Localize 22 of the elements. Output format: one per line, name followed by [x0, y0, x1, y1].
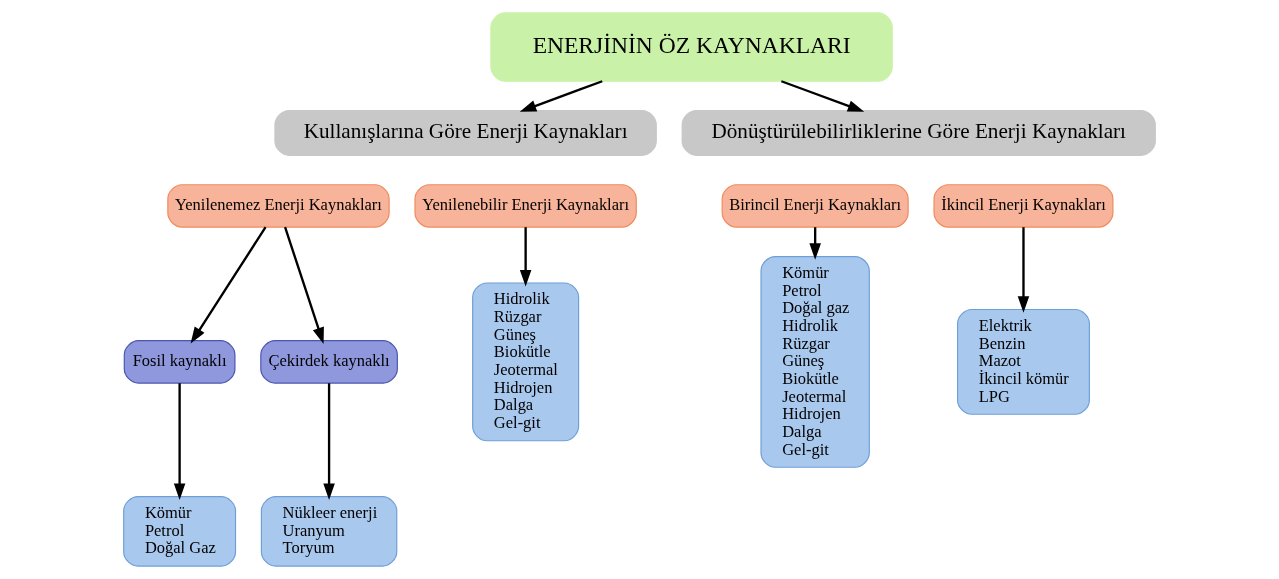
node-box: Fosil kaynaklı — [123, 340, 236, 384]
node-box: Elektrik Benzin Mazot İkincil kömür LPG — [957, 308, 1090, 415]
node-box: Hidrolik Rüzgar Güneş Biokütle Jeotermal Hidrojen Dalga Gel-git — [472, 282, 580, 442]
node-box: Kömür Petrol Doğal gaz Hidrolik Rüzgar Güneş Biokütle Jeotermal Hidrojen Dalga Gel-git — [760, 255, 870, 468]
node-box: Kömür Petrol Doğal Gaz — [123, 496, 237, 567]
arrow — [519, 80, 603, 112]
arrow — [190, 226, 267, 344]
arrow — [519, 227, 532, 287]
arrow — [323, 383, 335, 500]
arrow — [780, 80, 865, 112]
node-box: Çekirdek kaynaklı — [260, 340, 398, 384]
node-box: İkincil Enerji Kaynakları — [933, 184, 1114, 228]
node-box: Birincil Enerji Kaynakları — [721, 184, 909, 228]
node-box: Yenilenebilir Enerji Kaynakları — [414, 184, 637, 228]
node-box: Yenilenemez Enerji Kaynakları — [167, 184, 390, 228]
arrow — [1017, 227, 1030, 313]
arrow — [173, 383, 186, 500]
node-box: Nükleer enerji Uranyum Toryum — [260, 496, 398, 567]
arrow — [283, 226, 324, 344]
node-box: Kullanışlarına Göre Enerji Kaynakları — [274, 110, 657, 156]
node-box: Dönüştürülebilirliklerine Göre Enerji Kaynakları — [681, 110, 1156, 156]
node-box: ENERJİNİN ÖZ KAYNAKLARI — [490, 12, 893, 82]
